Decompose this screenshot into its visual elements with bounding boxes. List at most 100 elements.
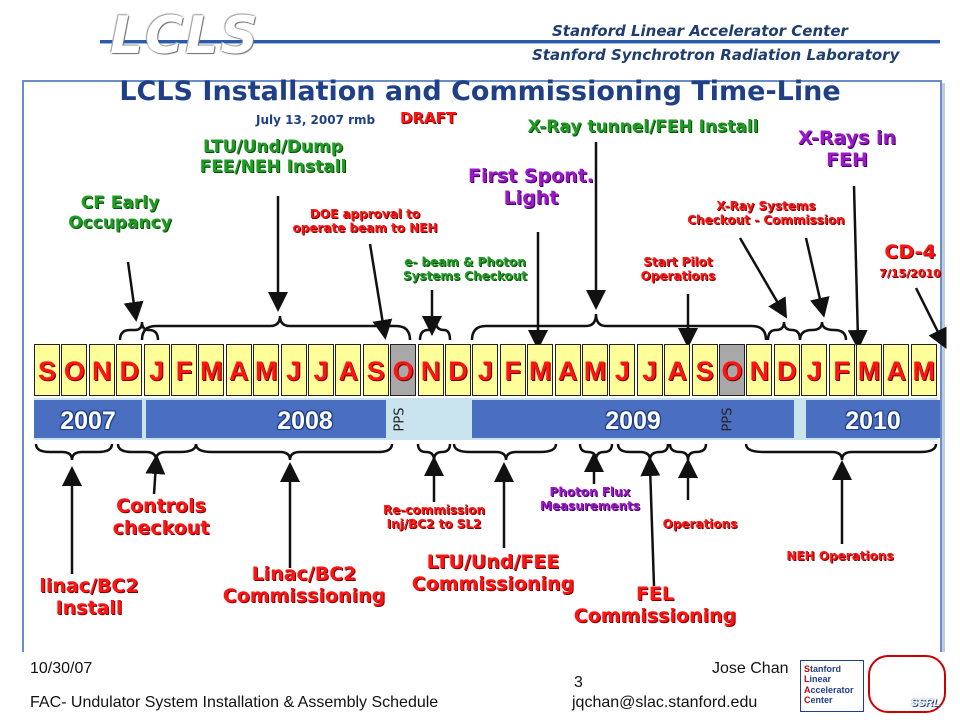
page-title: LCLS Installation and Commissioning Time… (119, 76, 841, 107)
year-2008: 2008 (277, 407, 333, 435)
year-box-2008 (146, 400, 386, 438)
brace-xray-systems-1 (766, 321, 802, 341)
brace-operations (668, 443, 708, 461)
brace-recomm (416, 443, 452, 461)
month-cell: F (828, 344, 855, 396)
month-cell: J (472, 344, 499, 396)
pps-label-2: PPS (720, 407, 736, 432)
header: LCLS Stanford Linear Accelerator Center … (0, 0, 960, 72)
org-line-2: Stanford Synchrotron Radiation Laborator… (532, 46, 900, 64)
month-cell: J (280, 344, 307, 396)
brace-neh-ops (744, 443, 938, 461)
month-cell: D (773, 344, 800, 396)
month-cell: J (801, 344, 828, 396)
brace-linac-comm (194, 443, 394, 461)
label-recommission: Re-commission Inj/BC2 to SL2 (382, 503, 486, 531)
year-2010: 2010 (845, 407, 901, 435)
arrow-fel (640, 456, 661, 587)
label-first-spont-light: First Spont. Light (467, 165, 595, 209)
month-cell: J (143, 344, 170, 396)
month-cell: M (856, 344, 882, 396)
month-cell: N (417, 344, 444, 396)
label-photon-flux: Photon Flux Measurements (540, 485, 640, 513)
month-cell: S (691, 344, 718, 396)
footer: 10/30/07 Jose Chan 3 FAC- Undulator Syst… (0, 652, 960, 720)
arrow-xray-systems-2 (804, 237, 830, 318)
label-cd4: CD-4 (884, 241, 936, 263)
month-cell: J (308, 344, 334, 396)
label-linac-commissioning: Linac/BC2 Commissioning (222, 563, 386, 607)
month-cell: S (34, 344, 60, 396)
year-box-2009 (472, 400, 794, 438)
ssrl-logo-text: SSRL (910, 697, 940, 709)
month-cell: N (88, 344, 115, 396)
year-box-2007 (34, 400, 142, 438)
label-linac-install: linac/BC2 Install (39, 575, 139, 619)
brace-fel (616, 443, 670, 461)
brace-ltu-install (140, 315, 412, 341)
arrow-xray-systems-1 (738, 237, 788, 319)
date-note: July 13, 2007 rmb (256, 113, 376, 127)
month-cell: A (664, 344, 691, 396)
label-neh-operations: NEH Operations (786, 549, 894, 563)
label-fel-commissioning: FEL Commissioning (573, 583, 737, 627)
brace-xray-tunnel (470, 313, 768, 341)
org-line-1: Stanford Linear Accelerator Center (552, 22, 848, 40)
month-cell: N (746, 344, 773, 396)
year-2009: 2009 (605, 407, 661, 435)
ssrl-logo: SSRL (868, 655, 946, 713)
label-cd4-date: 7/15/2010 (879, 267, 941, 280)
footer-presentation-title: FAC- Undulator System Installation & Ass… (30, 694, 439, 711)
month-cell: F (171, 344, 197, 396)
month-cell: A (225, 344, 252, 396)
label-xray-systems: X-Ray Systems Checkout - Commission (687, 199, 845, 227)
pps-label-1: PPS (392, 407, 408, 432)
label-operations: Operations (662, 517, 738, 531)
brace-xray-systems-2 (798, 321, 848, 341)
arrow-cf-early (123, 261, 144, 322)
arrow-xrays-feh (847, 185, 868, 350)
month-cell: M (527, 344, 554, 396)
label-ebeam-checkout: e- beam & Photon Systems Checkout (402, 255, 528, 283)
month-cell: J (609, 344, 636, 396)
footer-date: 10/30/07 (30, 660, 93, 677)
label-xray-tunnel: X-Ray tunnel/FEH Install (527, 117, 759, 137)
label-ltu-install: LTU/Und/Dump FEE/NEH Install (199, 137, 347, 177)
month-cell: D (116, 344, 143, 396)
month-cell: A (883, 344, 910, 396)
brace-linac-install (34, 443, 114, 461)
label-start-pilot: Start Pilot Operations (640, 255, 716, 283)
month-cell: M (910, 344, 937, 396)
month-cell: A (335, 344, 362, 396)
brace-ltu-comm (452, 443, 558, 461)
header-stripe (100, 40, 940, 43)
year-2007: 2007 (60, 407, 116, 435)
month-cell: O (390, 344, 417, 396)
footer-author: Jose Chan (712, 660, 789, 677)
brace-controls (116, 443, 198, 461)
month-cell: O (61, 344, 88, 396)
label-xrays-feh: X-Rays in FEH (797, 127, 897, 171)
arrow-cd4 (914, 287, 947, 349)
month-cell: M (198, 344, 225, 396)
label-doe-approval: DOE approval to operate beam to NEH (292, 207, 438, 235)
month-cell: D (445, 344, 471, 396)
arrow-doe (368, 243, 393, 340)
label-controls-checkout: Controls checkout (112, 495, 210, 539)
year-box-2010 (806, 400, 940, 438)
footer-email: jqchan@slac.stanford.edu (572, 694, 758, 711)
month-cell: A (554, 344, 581, 396)
header-stripe-light (100, 43, 940, 44)
brace-ebeam (418, 321, 452, 341)
label-cf-early-occupancy: CF Early Occupancy (68, 193, 172, 233)
month-cell: F (499, 344, 526, 396)
lcls-logo: LCLS (110, 6, 260, 66)
label-ltu-commissioning: LTU/Und/FEE Commissioning (411, 551, 575, 595)
month-cell: S (362, 344, 389, 396)
arrow-controls (145, 454, 166, 495)
month-cell: O (719, 344, 745, 396)
draft-badge: DRAFT (400, 109, 457, 127)
month-cell: M (582, 344, 608, 396)
